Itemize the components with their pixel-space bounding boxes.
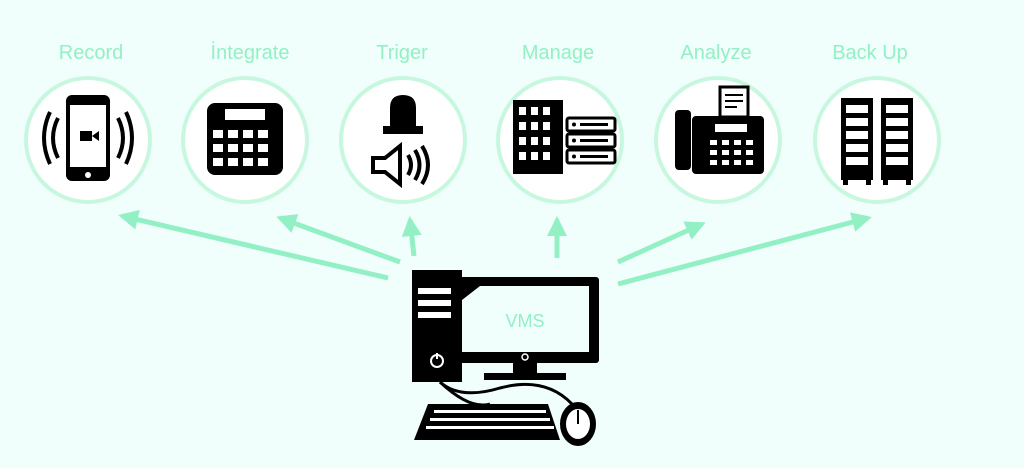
- smartphone-video-icon: [42, 95, 134, 181]
- center-label: VMS: [505, 311, 544, 331]
- label-analyze: Analyze: [680, 42, 752, 64]
- circle-back-up: [813, 76, 941, 204]
- desktop-computer-icon: [412, 270, 599, 446]
- fax-machine-icon: [675, 85, 764, 174]
- building-server-icon: [513, 100, 617, 174]
- server-racks-icon: [841, 98, 913, 185]
- arrow-to-triger: [401, 216, 422, 257]
- arrows: [118, 209, 872, 287]
- label-integrate: İntegrate: [210, 42, 290, 64]
- arrow-to-integrate: [276, 214, 401, 265]
- label-record: Record: [58, 42, 124, 64]
- label-triger: Triger: [376, 42, 428, 64]
- alarm-keypad-icon: [207, 103, 283, 175]
- node-circles: [24, 76, 941, 204]
- arrow-to-analyze: [616, 221, 706, 265]
- arrow-to-record: [118, 209, 389, 281]
- label-manage: Manage: [521, 42, 595, 64]
- node-labels: Record İntegrate Triger Manage Analyze B…: [0, 0, 1024, 64]
- siren-speaker-icon: [371, 95, 430, 189]
- arrow-to-back-up: [617, 212, 872, 287]
- label-back-up: Back Up: [832, 42, 908, 64]
